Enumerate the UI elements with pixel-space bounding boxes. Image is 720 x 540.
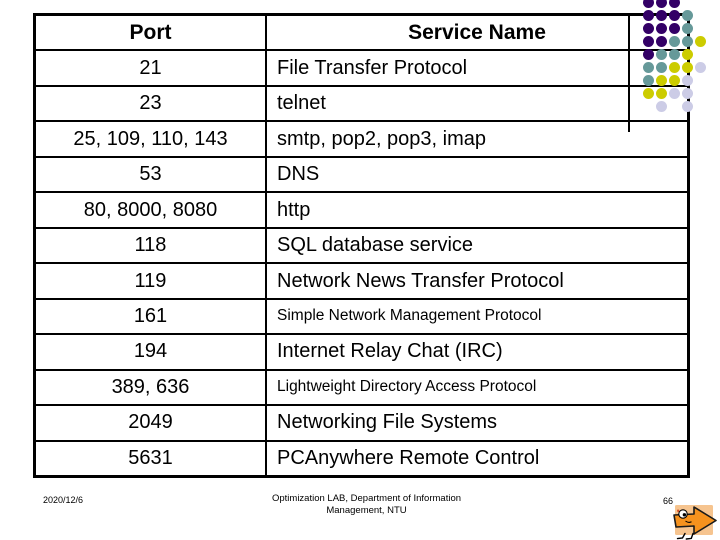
table-row: 161 Simple Network Management Protocol	[36, 297, 687, 334]
service-name-cell: PCAnywhere Remote Control	[277, 446, 540, 469]
port-cell: 161	[36, 299, 267, 334]
footer-affiliation: Optimization LAB, Department of Informat…	[246, 493, 487, 516]
port-cell: 23	[36, 86, 267, 121]
decoration-dot	[694, 61, 706, 73]
port-cell: 389, 636	[36, 370, 267, 405]
decoration-dot	[668, 0, 680, 8]
footer-date: 2020/12/6	[43, 495, 84, 505]
service-name-cell: http	[277, 198, 311, 221]
service-name-cell: Internet Relay Chat (IRC)	[277, 340, 503, 363]
port-cell: 2049	[36, 406, 267, 440]
footer-affiliation-line2: Management, NTU	[326, 504, 407, 516]
table-row: 194 Internet Relay Chat (IRC)	[36, 333, 687, 369]
decoration-dot	[642, 0, 654, 8]
clipart-legs	[676, 532, 694, 540]
table-row: 23 telnet	[36, 84, 687, 121]
port-cell: 118	[36, 228, 267, 263]
service-name-cell: File Transfer Protocol	[277, 56, 468, 79]
table-header-row: Port Service Name	[36, 16, 687, 50]
port-cell: 5631	[36, 441, 267, 476]
service-name-cell: Networking File Systems	[277, 411, 498, 434]
table-row: 119 Network News Transfer Protocol	[36, 262, 687, 298]
service-name-cell: SQL database service	[277, 234, 474, 257]
service-name-cell: Lightweight Directory Access Protocol	[277, 378, 537, 396]
walking-arrow-clipart-icon	[673, 505, 717, 540]
decoration-dot	[655, 0, 667, 8]
service-name-cell: Network News Transfer Protocol	[277, 269, 564, 292]
table-row: 21 File Transfer Protocol	[36, 49, 687, 85]
service-name-cell: Simple Network Management Protocol	[277, 307, 542, 325]
port-cell: 80, 8000, 8080	[36, 193, 267, 227]
table-grid-stray-line	[628, 13, 630, 132]
column-header-port: Port	[36, 16, 267, 50]
port-cell: 53	[36, 157, 267, 192]
footer-affiliation-line1: Optimization LAB, Department of Informat…	[271, 493, 462, 504]
port-cell: 194	[36, 335, 267, 369]
service-name-cell: DNS	[277, 163, 320, 186]
table-row: 53 DNS	[36, 155, 687, 192]
port-service-table: Port Service Name 21 File Transfer Protoc…	[33, 13, 690, 478]
table-row: 389, 636 Lightweight Directory Access Pro…	[36, 368, 687, 405]
table-row: 5631 PCAnywhere Remote Control	[36, 439, 687, 476]
port-cell: 119	[36, 264, 267, 298]
clipart-mouth	[685, 520, 692, 523]
table-row: 25, 109, 110, 143 smtp, pop2, pop3, imap	[36, 120, 687, 156]
port-cell: 21	[36, 51, 267, 85]
table-row: 118 SQL database service	[36, 226, 687, 263]
port-cell: 25, 109, 110, 143	[36, 122, 267, 156]
table-row: 80, 8000, 8080 http	[36, 191, 687, 227]
column-header-service-name: Service Name	[408, 20, 546, 44]
page-number: 66	[663, 496, 674, 506]
table-row: 2049 Networking File Systems	[36, 404, 687, 440]
service-name-cell: telnet	[277, 92, 326, 115]
decoration-dot	[694, 35, 706, 47]
service-name-cell: smtp, pop2, pop3, imap	[277, 127, 487, 150]
